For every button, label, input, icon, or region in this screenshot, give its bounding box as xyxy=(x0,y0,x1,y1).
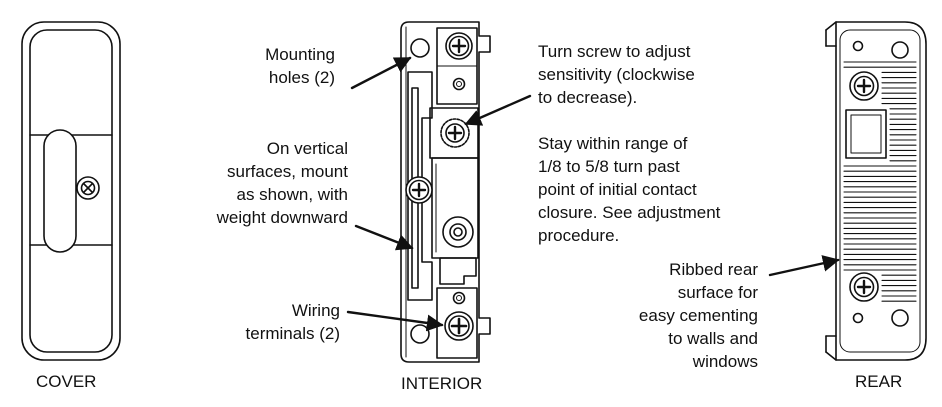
callout-turn-screw: Turn screw to adjust sensitivity (clockw… xyxy=(538,42,695,107)
cover-weight-slot xyxy=(43,129,77,253)
rear-hole-bottom-right xyxy=(891,309,909,327)
rear-screw-top-icon xyxy=(849,71,879,101)
rear-small-hole-top-left xyxy=(852,40,864,52)
leader-arrows xyxy=(346,56,840,332)
bottom-rivet xyxy=(452,291,466,305)
top-terminal-screw-icon xyxy=(445,32,473,60)
rear-small-hole-bottom-left xyxy=(852,312,864,324)
caption-rear: REAR xyxy=(855,372,903,391)
callout-vertical-mount: On vertical surfaces, mount as shown, wi… xyxy=(216,139,348,227)
top-rivet xyxy=(452,77,466,91)
callout-wiring-terminals: Wiring terminals (2) xyxy=(245,301,340,343)
arrow-turn-screw xyxy=(464,94,532,126)
rear-hole-top-right xyxy=(891,41,909,59)
sensitivity-screw-icon xyxy=(440,118,470,148)
callout-mounting-holes: Mounting holes (2) xyxy=(265,45,335,87)
interior-housing xyxy=(400,21,491,363)
mounting-hole-bottom xyxy=(410,324,430,344)
caption-cover: COVER xyxy=(36,372,97,391)
arrow-wiring-terminals xyxy=(346,310,444,332)
mounting-hole-top xyxy=(410,38,430,58)
interior-view xyxy=(400,21,491,363)
rear-chip xyxy=(845,109,887,159)
interior-lower-step xyxy=(439,257,477,285)
rear-housing xyxy=(835,21,927,361)
callout-stay-within: Stay within range of 1/8 to 5/8 turn pas… xyxy=(538,134,721,245)
arrow-vertical-mount xyxy=(354,224,414,251)
rear-view xyxy=(825,21,927,361)
arrow-mounting-holes xyxy=(350,56,412,90)
cover-screw-icon xyxy=(76,176,100,200)
interior-left-channel xyxy=(407,71,433,301)
arrow-ribbed-rear xyxy=(768,255,840,277)
caption-interior: INTERIOR xyxy=(401,374,483,393)
cover-view xyxy=(21,21,121,361)
rear-screw-bottom-icon xyxy=(849,272,879,302)
vertical-mount-screw-icon xyxy=(405,176,433,204)
rear-ribs xyxy=(843,61,917,302)
cover-inner-rim xyxy=(29,29,113,353)
callout-ribbed-rear: Ribbed rear surface for easy cementing t… xyxy=(638,260,758,371)
interior-weight-rivet xyxy=(442,216,474,248)
interior-middle-body xyxy=(431,157,479,259)
bottom-terminal-screw-icon xyxy=(444,311,474,341)
rear-inner-rim xyxy=(839,29,921,353)
cover-outline xyxy=(21,21,121,361)
